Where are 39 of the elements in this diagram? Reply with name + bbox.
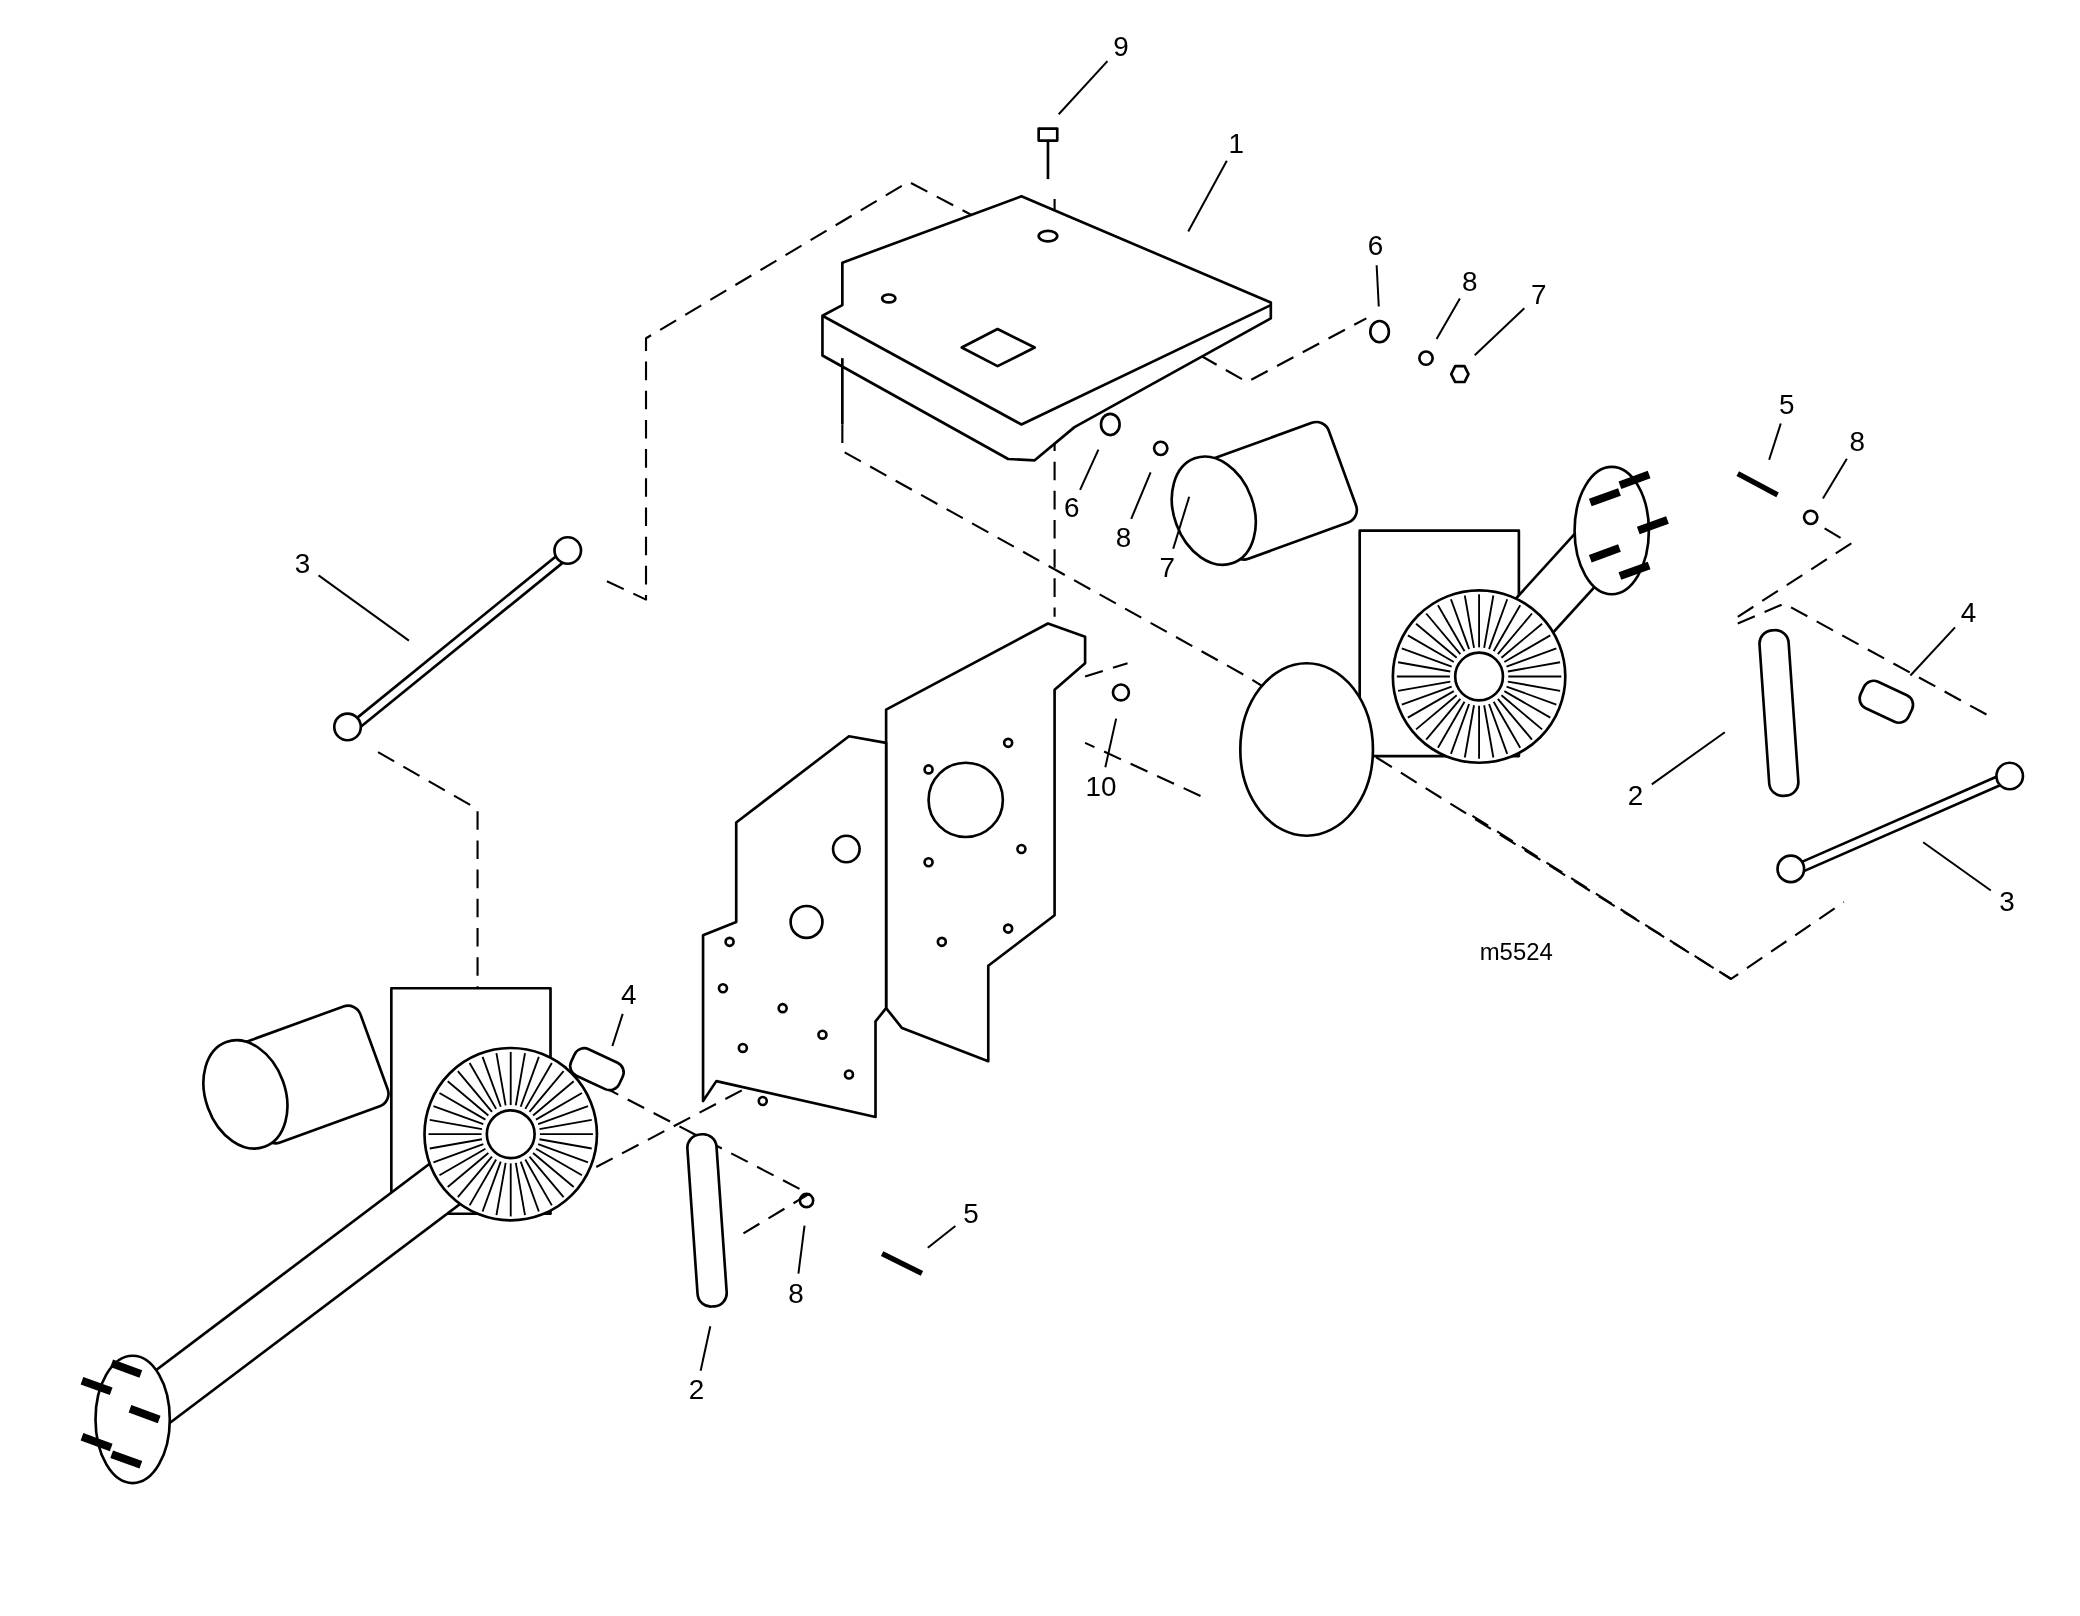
leader-line xyxy=(797,1224,806,1275)
callout-number: 2 xyxy=(688,1375,705,1405)
callout-number: 8 xyxy=(1849,427,1865,457)
leader-line xyxy=(1435,297,1461,341)
leader-line xyxy=(1650,731,1726,786)
callout-number: 5 xyxy=(1779,390,1795,420)
callout-number: 8 xyxy=(1462,266,1478,296)
leader-line xyxy=(1187,159,1228,233)
callout-number: 10 xyxy=(1085,772,1117,802)
leader-line xyxy=(611,1012,624,1048)
leader-line xyxy=(1821,457,1848,500)
callout-number: 3 xyxy=(294,549,311,579)
callout-number: 4 xyxy=(1960,598,1977,628)
callout-number: 6 xyxy=(1064,493,1080,523)
callout-number: 4 xyxy=(621,980,637,1010)
leader-line xyxy=(699,1325,712,1372)
leader-line xyxy=(1130,471,1152,520)
leader-line xyxy=(926,1225,957,1249)
leader-line xyxy=(1375,264,1380,308)
callout-number: 8 xyxy=(788,1278,804,1308)
callout-number: 9 xyxy=(1113,31,1129,61)
leader-line xyxy=(1172,495,1191,550)
leader-line xyxy=(1057,60,1109,116)
callout-number: 5 xyxy=(963,1199,979,1229)
leader-line xyxy=(317,574,410,642)
callout-number: 2 xyxy=(1627,781,1644,811)
callout-number: 7 xyxy=(1159,553,1176,583)
callout-number: 7 xyxy=(1531,279,1547,310)
leader-line xyxy=(1909,626,1957,677)
drawing-number: m5524 xyxy=(1479,938,1553,968)
leader-line xyxy=(1922,841,1992,892)
leader-line xyxy=(1079,448,1100,491)
callout-number: 6 xyxy=(1367,230,1384,260)
callout-number: 3 xyxy=(1999,887,2015,917)
callout-number: 8 xyxy=(1115,522,1132,552)
leader-line xyxy=(1768,422,1782,461)
callout-number: 1 xyxy=(1228,128,1245,158)
leader-line xyxy=(1104,717,1118,769)
leader-line xyxy=(1473,307,1526,357)
